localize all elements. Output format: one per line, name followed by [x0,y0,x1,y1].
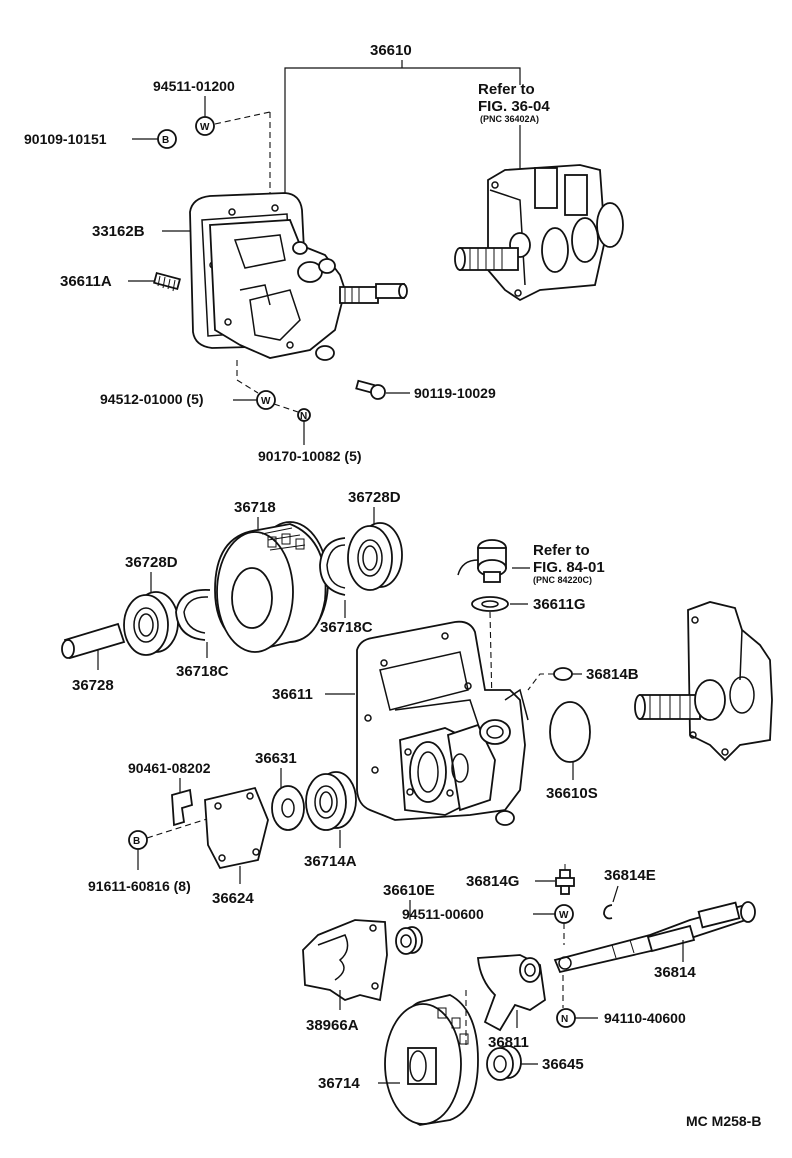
label-38966A: 38966A [306,1017,359,1034]
ref-fig-36-04-line2: FIG. 36-04 [478,98,550,115]
label-36814B: 36814B [586,666,639,683]
label-36610S: 36610S [546,785,598,802]
label-36610E: 36610E [383,882,435,899]
pin-36728 [61,622,126,660]
label-94511-00600: 94511-00600 [402,906,484,922]
label-36624: 36624 [212,890,254,907]
cover-36624 [204,786,269,870]
label-36714: 36714 [318,1075,360,1092]
label-36611A: 36611A [60,273,112,290]
transmission-unit-middle [634,601,773,762]
label-36610: 36610 [370,42,412,59]
label-90109-10151: 90109-10151 [24,131,107,147]
label-36718: 36718 [234,499,276,516]
snap-ring-36718C-right [319,537,346,596]
fork-36811 [477,954,546,1032]
extension-housing-top [209,219,408,361]
seal-36610E [395,926,423,955]
washer-symbol-3: W [559,910,569,921]
label-94511-01200: 94511-01200 [153,78,235,94]
label-36811: 36811 [488,1034,529,1051]
bearing-36728D-top [347,522,403,591]
label-94512-01000: 94512-01000 (5) [100,391,204,407]
ref-fig-36-04-line1: Refer to [478,81,535,98]
label-36718C-right: 36718C [320,619,373,636]
label-36718C-left: 36718C [176,663,229,680]
ref-fig-36-04-pnc: (PNC 36402A) [480,114,539,124]
washer-36631 [271,785,305,831]
lower-section-group: 90461-08202 B 91611-60816 (8) 36624 3663… [88,750,761,1129]
washer-symbol-2: W [261,396,271,407]
shaft-36814 [553,901,756,974]
label-36728D-top: 36728D [348,489,401,506]
assembly-36610-group: 36610 Refer to FIG. 36-04 (PNC 36402A) [24,42,624,464]
label-90119-10029: 90119-10029 [414,385,496,401]
label-94110-40600: 94110-40600 [604,1010,686,1026]
washer-symbol-1: W [200,122,210,133]
clip-90461-08202 [171,788,193,827]
transmission-unit-top [454,164,624,302]
label-36728: 36728 [72,677,114,694]
bolt-symbol-1: B [162,135,169,146]
washer-36611G [471,596,509,612]
label-90461-08202: 90461-08202 [128,760,211,776]
middle-section-group: 36718 36728D 36718C 36728D [61,489,773,826]
bearing-36728D-left [123,591,179,656]
diagram-code: MC M258-B [686,1113,761,1129]
bolt-90119-10029 [355,379,386,400]
snap-ring-36718C-left [175,589,211,641]
bearing-36714A [305,771,357,831]
gear-36714 [384,994,479,1126]
label-33162B: 33162B [92,223,145,240]
label-90170-10082: 90170-10082 (5) [258,448,362,464]
bushing-36645 [486,1045,522,1081]
ref-fig-84-01-pnc: (PNC 84220C) [533,575,592,585]
label-36714A: 36714A [304,853,357,870]
nut-symbol-2: N [561,1014,568,1025]
label-36814E: 36814E [604,867,656,884]
bracket-38966A [302,919,388,1002]
label-36728D-left: 36728D [125,554,178,571]
label-36645: 36645 [542,1056,584,1073]
label-36631: 36631 [255,750,297,767]
stud-36611A [153,271,181,292]
sleeve-36718 [214,521,329,653]
label-36814G: 36814G [466,873,519,890]
sensor-36814G [555,864,575,895]
bolt-symbol-2: B [133,836,140,847]
ref-fig-84-01-line2: FIG. 84-01 [533,559,605,576]
nut-symbol-1: N [300,411,307,422]
label-36611: 36611 [272,686,313,703]
label-36814: 36814 [654,964,696,981]
label-36611G: 36611G [533,596,586,613]
label-91611-60816: 91611-60816 (8) [88,878,191,894]
housing-36611 [356,620,529,826]
speed-sensor [457,539,507,583]
ref-fig-84-01-line1: Refer to [533,542,590,559]
